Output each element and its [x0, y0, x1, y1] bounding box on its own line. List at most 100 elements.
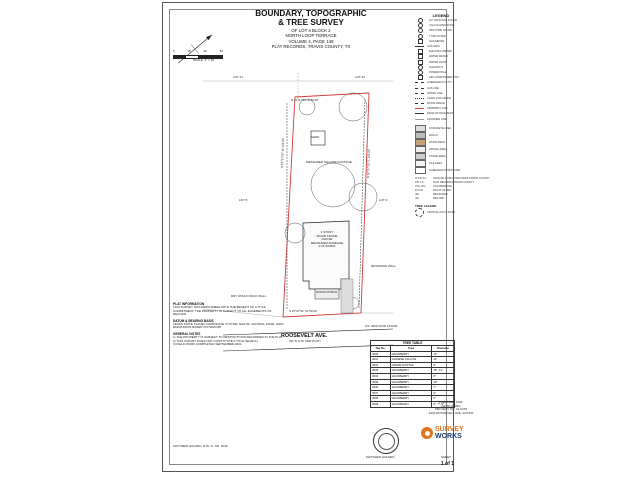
legend-row: GAS LINE [415, 85, 487, 90]
legend-label: OVERHEAD UTILITY [427, 81, 452, 85]
plat-info-header: PLAT INFORMATION [173, 302, 205, 306]
driveway [340, 278, 354, 314]
site-plan-drawing [203, 73, 393, 352]
tree-table-header: Type [389, 345, 433, 352]
legend-symbol-icon [418, 23, 423, 29]
house-label-line: MEASURED ACREAGE [310, 240, 344, 245]
legend-area-swatch [415, 138, 426, 146]
tree-canopy [338, 92, 368, 122]
house-label-line: WOOD FRAME [316, 233, 338, 238]
legend-symbol-icon [415, 97, 424, 99]
scale-tick: 30 [203, 49, 207, 53]
general-note: 2) THIS SURVEY DOES NOT CONSTITUTE A TIT… [173, 338, 259, 343]
legend-row: TYPE NOTED [415, 33, 487, 39]
porch-label: WOOD PORCH [316, 290, 338, 294]
client-block: PREPARED FOR: KEVIN WANG PROJECT NO. 21-… [421, 400, 481, 415]
legend-label: AIR CONDITIONER UNIT [429, 76, 459, 80]
client-name: KEVIN WANG [441, 403, 461, 408]
legend-label: EDGE OF PAVEMENT [427, 112, 454, 116]
legend-label: IRON PIPE FOUND [429, 29, 453, 33]
legend-label: WATER METER [429, 55, 448, 59]
table-cell: HACKBERRY [389, 389, 433, 397]
table-cell: HACKBERRY [389, 384, 433, 391]
house-label-line: 0.16 ACRES [318, 244, 336, 249]
legend-area-swatch [415, 124, 426, 132]
house-label-line: 1 STORY [320, 230, 334, 234]
survey-title: BOUNDARY, TOPOGRAPHIC & TREE SURVEY [251, 9, 371, 27]
legend-row: WATER METER [415, 54, 487, 60]
legend-row: ELECTRIC METER [415, 49, 487, 55]
legend-row: WATER LINE [415, 91, 487, 96]
table-cell: HACKBERRY [389, 395, 433, 402]
legend-label: WATER LINE [427, 91, 443, 95]
tree-canopy [310, 162, 356, 208]
general-note: 3) FIELD WORK COMPLETED SEPTEMBER 2021. [173, 342, 243, 347]
legend-label: STONE AREA [429, 154, 446, 158]
table-cell: 8" [431, 373, 455, 380]
legend-symbol-icon [418, 18, 423, 24]
legend-symbol-icon [415, 87, 424, 89]
legend-label: CLEANOUT [429, 65, 444, 69]
general-notes: PLAT INFORMATION THIS SURVEY WAS PERFORM… [173, 300, 285, 347]
legend-area-swatch [415, 131, 426, 139]
legend-row: P.R.T.C.PLAT RECORDS TRAVIS COUNTY [415, 181, 487, 185]
subtitle-line: VOLUME 4, PAGE 148 [288, 38, 334, 44]
subtitle-line: PLAT RECORDS, TRAVIS COUNTY, TX [271, 44, 351, 50]
legend-abbrev-desc: MEASURED [433, 193, 448, 197]
dry-stack-label: DRY STACK ROCK WALL [231, 294, 267, 298]
datum-header: DATUM & BEARING BASIS [173, 318, 214, 323]
gear-icon [421, 427, 433, 439]
table-cell: 9" [431, 361, 455, 369]
scale-tick: 60 [219, 49, 223, 53]
survey-sheet: BOUNDARY, TOPOGRAPHIC & TREE SURVEY OF L… [162, 2, 490, 472]
legend-symbol-icon [415, 46, 424, 48]
legend-symbol-icon [418, 69, 423, 75]
scale-bar [173, 55, 223, 60]
general-note: 1) THE PROPERTY IS SUBJECT TO RESTRICTIO… [173, 334, 284, 339]
table-cell: HACKBERRY [389, 367, 433, 374]
table-cell: 12" [431, 356, 455, 363]
legend-row: IRON PIPE FOUND [415, 28, 487, 34]
legend-abbrev-desc: OFFICIAL PUBLIC RECORDS TRAVIS COUNTY [433, 177, 490, 181]
legend-label: CONCRETE AREA [429, 126, 452, 130]
table-cell: 18", 11" [431, 367, 455, 374]
legend-row: VOL./PG.VOLUME/PAGE [415, 185, 487, 189]
legend-label: PROPERTY LINE [427, 107, 448, 111]
scale-tick: 0 [173, 49, 175, 53]
legend-label: GRAVEL AREA [429, 147, 447, 151]
street-row: (50' R.O.W. PER PLAT) [289, 339, 321, 343]
table-cell: 9" [431, 389, 455, 397]
lot-label-top-left: LOT 21 [233, 75, 243, 79]
legend-row: GAS METER [415, 38, 487, 44]
legend-symbol-icon [418, 64, 423, 70]
tree-canopy [348, 182, 378, 212]
legend-row: CONCRETE AREA [415, 124, 487, 132]
legend-label: 1/2" IRON ROD FOUND [429, 19, 458, 23]
client-label: PREPARED FOR: [438, 400, 464, 404]
shed-label: SHED [311, 135, 320, 139]
measured-area-label: MEASURED SQUARE FOOTAGE [306, 160, 352, 164]
table-cell: HACKBERRY [389, 378, 433, 386]
legend-row: WATER VALVE [415, 59, 487, 65]
legend-row: TILE AREA [415, 159, 487, 167]
critical-root-zone-icon [415, 208, 424, 218]
project-address: 4303 ROOSEVELT AVE. AUSTIN [428, 410, 474, 415]
legend-abbrev: (M) [415, 193, 419, 197]
legend-label: GAS MAIN [427, 45, 440, 49]
legend-abbrev: P.R.T.C. [415, 181, 425, 185]
legend-row: WOOD FENCE [415, 101, 487, 106]
legend-label: CHAIN LINK FENCE [427, 96, 452, 100]
north-bearing-label: N 27°27'31" E 50.00' [291, 98, 319, 102]
legend-row: OVERHEAD UTILITY [415, 80, 487, 85]
table-cell: 3009 [370, 400, 391, 408]
tree-legend-title: TREE LEGEND [415, 203, 437, 208]
legend-area-swatch [415, 152, 426, 160]
legend-symbol-icon [415, 103, 424, 105]
table-cell: 8", 7", 6" [431, 400, 455, 408]
legend-label: TYPE NOTED [429, 34, 446, 38]
tree-table-header: Diameter [431, 345, 455, 352]
